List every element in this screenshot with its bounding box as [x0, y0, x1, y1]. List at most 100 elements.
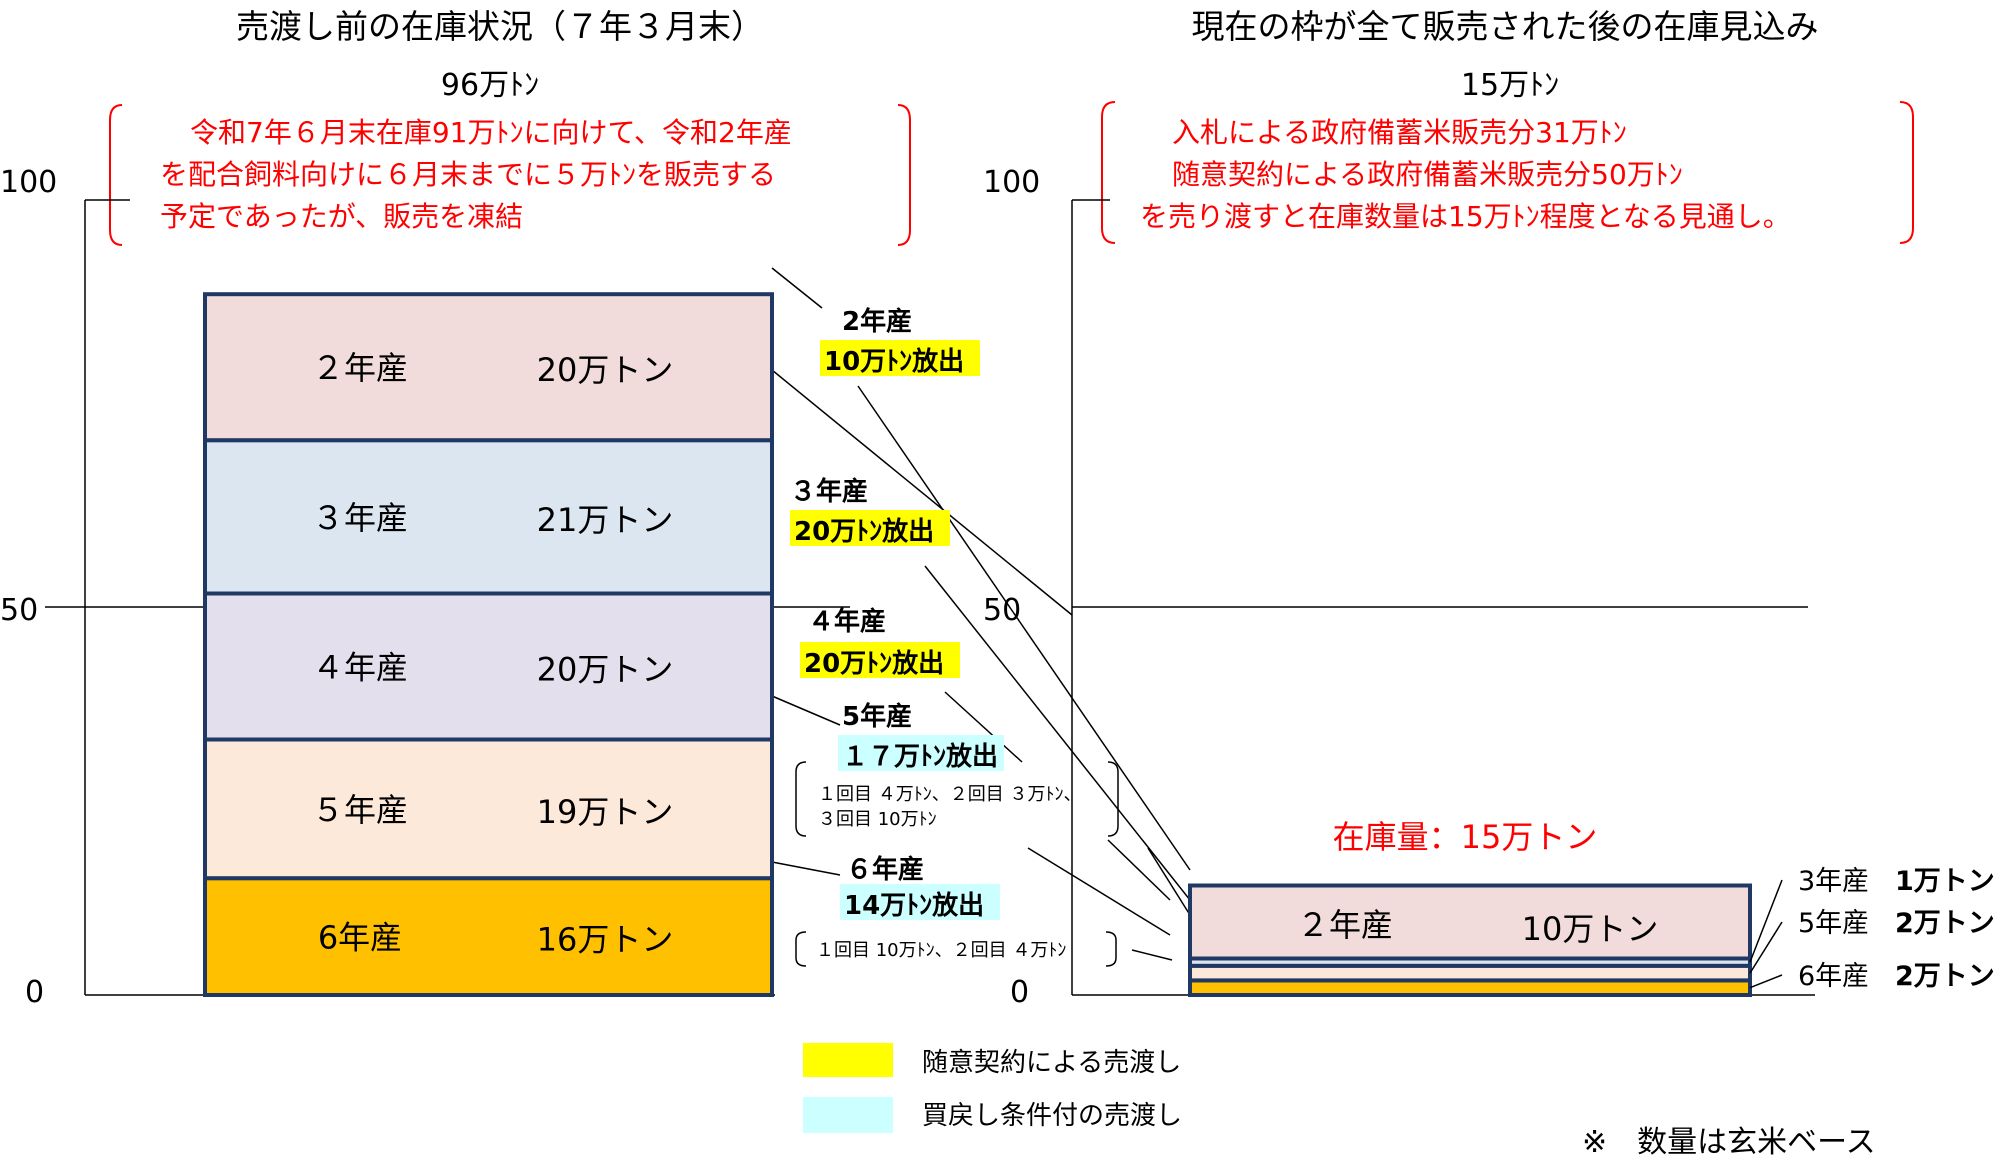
right-callout-value-1: 2万トン [1895, 908, 1995, 939]
release-2nen-year: 2年産 [842, 306, 912, 337]
right-tick-0: 0 [1010, 975, 1029, 1010]
release-5nen-detail-2: ３回目 10万ﾄﾝ [818, 809, 937, 830]
left-bar-segment-0 [203, 876, 774, 998]
left-bar-segment-label-1: ５年産 [312, 791, 408, 829]
right-note-line-2: 随意契約による政府備蓄米販売分50万ﾄﾝ [1172, 158, 1683, 191]
left-bar-segment-3 [203, 438, 774, 596]
release-4nen-amount: 20万ﾄﾝ放出 [804, 648, 944, 679]
right-callout-label-2: 3年産 [1798, 866, 1869, 897]
right-callout-label-1: 5年産 [1798, 908, 1869, 939]
connector-4nen-bottom [1107, 839, 1171, 901]
release-2nen: 2年産 10万ﾄﾝ放出 [820, 306, 980, 377]
left-bar-segment-label-4: ２年産 [312, 349, 408, 387]
release-5nen-year: 5年産 [842, 701, 912, 732]
release-3nen-amount: 20万ﾄﾝ放出 [794, 516, 934, 547]
release-6nen-highlight [840, 884, 1000, 920]
left-bar-segment-4 [203, 292, 774, 443]
release-3nen: ３年産 20万ﾄﾝ放出 [790, 476, 950, 547]
left-note-bracket-close [897, 104, 911, 246]
right-stock-label: 在庫量：15万トン [1333, 818, 1598, 856]
release-3nen-highlight [790, 510, 950, 546]
release-5nen-bracket-close [1107, 761, 1119, 837]
release-5nen: 5年産 １７万ﾄﾝ放出 １回目 ４万ﾄﾝ、２回目 ３万ﾄﾝ、 ３回目 10万ﾄﾝ [795, 701, 1119, 837]
left-bar-segment-value-1: 19万トン [537, 793, 674, 831]
release-4nen-highlight [800, 642, 960, 678]
right-callout-leader-0 [1749, 974, 1783, 989]
connector-5nen-a [1147, 847, 1191, 916]
right-tick-100: 100 [983, 165, 1040, 200]
release-5nen-highlight [838, 735, 1004, 771]
connector-3nen-bottom [924, 565, 1191, 901]
connector-5nen-b [1027, 847, 1171, 936]
legend-swatch-cyan [803, 1097, 893, 1133]
left-note-bracket-open [109, 104, 123, 246]
left-bar-segment-label-3: ３年産 [312, 499, 408, 537]
right-tick-50: 50 [983, 593, 1021, 628]
right-note-bracket-open [1101, 101, 1116, 244]
legend-label-cyan: 買戻し条件付の売渡し [922, 1101, 1182, 1131]
left-bar-segment-value-3: 21万トン [537, 501, 674, 539]
right-callout-leader-1 [1749, 921, 1783, 974]
right-bar-segment-3 [1188, 883, 1752, 961]
connector-lines [771, 267, 1191, 961]
release-2nen-highlight [820, 340, 980, 376]
connector-4nen-top [944, 691, 1023, 763]
left-bar-segment-value-0: 16万トン [537, 921, 674, 959]
connector-2nen-top [771, 267, 823, 309]
legend: 随意契約による売渡し 買戻し条件付の売渡し [803, 1043, 1182, 1133]
right-stacked-bar: ２年産 10万トン [1188, 883, 1752, 998]
legend-label-yellow: 随意契約による売渡し [922, 1048, 1181, 1078]
right-callout-label-0: 6年産 [1798, 961, 1869, 992]
connector-6nen-top [771, 861, 841, 876]
right-bar-segment-1 [1188, 963, 1752, 983]
release-5nen-bracket-open [795, 761, 807, 837]
right-callout-value-2: 1万トン [1895, 866, 1995, 897]
left-tick-50: 50 [0, 593, 38, 628]
release-6nen-bracket-close [1105, 931, 1117, 967]
right-bar-segment-label-3: ２年産 [1297, 906, 1393, 944]
right-segment-callouts: 6年産 2万トン 5年産 2万トン 3年産 1万トン [1749, 866, 1995, 992]
left-bar-segment-label-0: 6年産 [318, 919, 402, 957]
connector-3nen-top [771, 369, 1073, 616]
connector-2nen-bottom [857, 385, 1191, 871]
release-6nen-year: ６年産 [846, 854, 924, 885]
connector-6nen-bottom [1131, 949, 1173, 961]
left-bar-segment-label-2: ４年産 [312, 649, 408, 687]
left-tick-100: 100 [0, 165, 57, 200]
legend-swatch-yellow [803, 1043, 893, 1077]
left-note-line-1: 令和7年６月末在庫91万ﾄﾝに向けて、令和2年産 [190, 116, 792, 149]
right-bar-segment-value-3: 10万トン [1522, 910, 1659, 948]
release-2nen-amount: 10万ﾄﾝ放出 [824, 346, 964, 377]
release-6nen-amount: 14万ﾄﾝ放出 [844, 890, 984, 921]
left-tick-0: 0 [25, 975, 44, 1010]
right-chart-title: 現在の枠が全て販売された後の在庫見込み [1192, 7, 1819, 46]
left-note-line-3: 予定であったが、販売を凍結 [160, 200, 523, 233]
release-5nen-amount: １７万ﾄﾝ放出 [842, 741, 998, 772]
left-bar-segment-value-2: 20万トン [537, 651, 674, 689]
release-6nen-bracket-open [795, 931, 807, 967]
right-bar-segment-0 [1188, 978, 1752, 998]
release-4nen: ４年産 20万ﾄﾝ放出 [800, 606, 960, 679]
left-chart-title: 売渡し前の在庫状況（７年３月末） [236, 7, 764, 46]
right-note-bracket-close [1899, 101, 1914, 244]
left-note-line-2: を配合飼料向けに６月末までに５万ﾄﾝを販売する [160, 158, 776, 191]
right-axis: 100 50 0 [983, 165, 1815, 1010]
right-callout-leader-2 [1749, 879, 1783, 963]
right-callout-value-0: 2万トン [1895, 961, 1995, 992]
left-total-label: 96万ﾄﾝ [441, 68, 539, 103]
release-5nen-detail-1: １回目 ４万ﾄﾝ、２回目 ３万ﾄﾝ、 [818, 784, 1081, 805]
right-note-line-3: を売り渡すと在庫数量は15万ﾄﾝ程度となる見通し。 [1140, 200, 1791, 233]
right-note-line-1: 入札による政府備蓄米販売分31万ﾄﾝ [1172, 116, 1627, 149]
release-6nen: ６年産 14万ﾄﾝ放出 １回目 10万ﾄﾝ、２回目 ４万ﾄﾝ [795, 854, 1117, 967]
connector-5nen-top [771, 695, 841, 726]
left-bar-segment-1 [203, 737, 774, 881]
release-4nen-year: ４年産 [808, 606, 886, 637]
release-3nen-year: ３年産 [790, 476, 868, 507]
right-total-label: 15万ﾄﾝ [1461, 68, 1559, 103]
footnote: ※ 数量は玄米ベース [1582, 1125, 1876, 1160]
left-bar-segment-2 [203, 591, 774, 742]
release-6nen-detail-1: １回目 10万ﾄﾝ、２回目 ４万ﾄﾝ [816, 940, 1066, 961]
